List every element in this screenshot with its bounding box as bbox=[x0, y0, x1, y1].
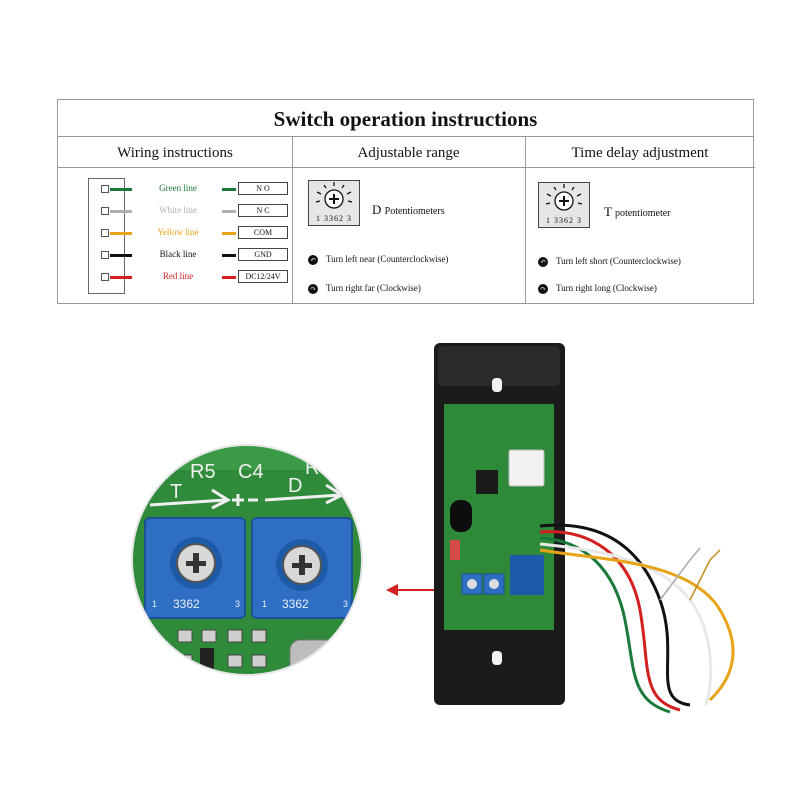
wire-harness bbox=[539, 523, 735, 714]
potentiometer-t: 3362 1 3 bbox=[144, 517, 246, 619]
wire-label: White line bbox=[159, 205, 197, 215]
terminal-label: GND bbox=[238, 248, 288, 261]
silk-t: T bbox=[170, 481, 182, 503]
wire-color bbox=[222, 188, 236, 191]
wire-color bbox=[110, 276, 132, 279]
terminal-label: DC12/24V bbox=[238, 270, 288, 283]
header-wiring: Wiring instructions bbox=[58, 136, 292, 168]
pot-code: 3362 bbox=[173, 597, 200, 611]
step-ccw: ↶Turn left near (Counterclockwise) bbox=[308, 253, 448, 265]
instruction-table: Switch operation instructions Wiring ins… bbox=[57, 99, 755, 304]
column-divider bbox=[525, 136, 526, 303]
pot-code: 3362 bbox=[282, 597, 309, 611]
svg-text:1: 1 bbox=[152, 599, 157, 609]
wire-color bbox=[110, 210, 132, 213]
wire-row: White line N C bbox=[88, 204, 288, 218]
wire-row: Yellow line COM bbox=[88, 226, 288, 240]
header-delay: Time delay adjustment bbox=[525, 136, 755, 168]
pointer-arrow bbox=[386, 584, 462, 596]
wire-color bbox=[222, 254, 236, 257]
zoom-magnifier: R5 C4 R8 T D 3362 1 3 bbox=[132, 445, 362, 675]
terminal-label: N C bbox=[238, 204, 288, 217]
column-divider bbox=[292, 136, 293, 303]
header-adjustable: Adjustable range bbox=[292, 136, 525, 168]
pot-label-t: T potentiometer bbox=[604, 204, 671, 220]
rotate-ccw-icon: ↶ bbox=[308, 254, 318, 265]
terminal-pin bbox=[101, 185, 109, 193]
step-ccw: ↶Turn left short (Counterclockwise) bbox=[538, 255, 681, 267]
wire-label: Green line bbox=[159, 183, 197, 193]
svg-text:3: 3 bbox=[343, 599, 348, 609]
potentiometer-icon: 1 3362 3 bbox=[538, 182, 590, 228]
rotate-cw-icon: ↷ bbox=[308, 283, 318, 294]
terminal-pin bbox=[101, 229, 109, 237]
pot-name: Potentiometers bbox=[384, 206, 445, 217]
pot-letter: D bbox=[372, 202, 382, 217]
wire-color bbox=[110, 188, 132, 191]
silk-r5: R5 bbox=[190, 461, 216, 483]
wire-color bbox=[222, 232, 236, 235]
switch-housing bbox=[434, 343, 565, 705]
step-cw: ↷Turn right long (Clockwise) bbox=[538, 282, 657, 294]
terminal-pin bbox=[101, 273, 109, 281]
rotate-ccw-icon: ↶ bbox=[538, 256, 548, 267]
wire-label: Yellow line bbox=[157, 227, 199, 237]
svg-text:1: 1 bbox=[262, 599, 267, 609]
rotate-cw-icon: ↷ bbox=[538, 283, 548, 294]
terminal-label: N O bbox=[238, 182, 288, 195]
wire-color bbox=[222, 210, 236, 213]
wire-row: Black line GND bbox=[88, 248, 288, 262]
potentiometer-icon: 1 3362 3 bbox=[308, 180, 360, 226]
wire-label: Red line bbox=[162, 271, 194, 281]
wiring-diagram: Green line N O White line N C Yellow line COM… bbox=[88, 178, 288, 296]
pot-letter: T bbox=[604, 204, 612, 219]
wire-color bbox=[110, 254, 132, 257]
wire-color bbox=[222, 276, 236, 279]
pot-label-d: D Potentiometers bbox=[372, 202, 445, 218]
wire-row: Red line DC12/24V bbox=[88, 270, 288, 284]
wire-row: Green line N O bbox=[88, 182, 288, 196]
pot-name: potentiometer bbox=[614, 208, 671, 219]
wire-color bbox=[110, 232, 132, 235]
pot-pin-numbers: 1 3362 3 bbox=[546, 216, 582, 225]
table-title: Switch operation instructions bbox=[58, 100, 753, 137]
step-cw: ↷Turn right far (Clockwise) bbox=[308, 282, 421, 294]
terminal-block bbox=[88, 178, 125, 294]
svg-text:3: 3 bbox=[235, 599, 240, 609]
terminal-pin bbox=[101, 251, 109, 259]
terminal-label: COM bbox=[238, 226, 288, 239]
silk-d: D bbox=[288, 475, 302, 497]
potentiometer-d: 3362 1 3 bbox=[251, 517, 353, 619]
silk-r8: R8 bbox=[305, 457, 331, 479]
pot-pin-numbers: 1 3362 3 bbox=[316, 214, 352, 223]
terminal-pin bbox=[101, 207, 109, 215]
silk-c4: C4 bbox=[238, 461, 264, 483]
wire-label: Black line bbox=[159, 249, 197, 259]
